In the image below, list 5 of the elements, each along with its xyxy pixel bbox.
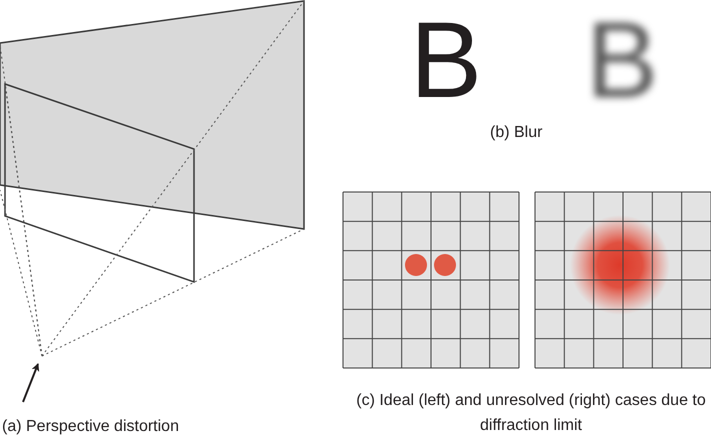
caption: (c) Ideal (left) and unresolved (right) cases due to diffraction limit bbox=[356, 391, 706, 436]
blurred-letter: B bbox=[586, 0, 658, 120]
caption: (b) Blur bbox=[490, 123, 542, 143]
caption: (a) Perspective distortion bbox=[2, 417, 179, 437]
sharp-letter: B bbox=[410, 0, 482, 120]
